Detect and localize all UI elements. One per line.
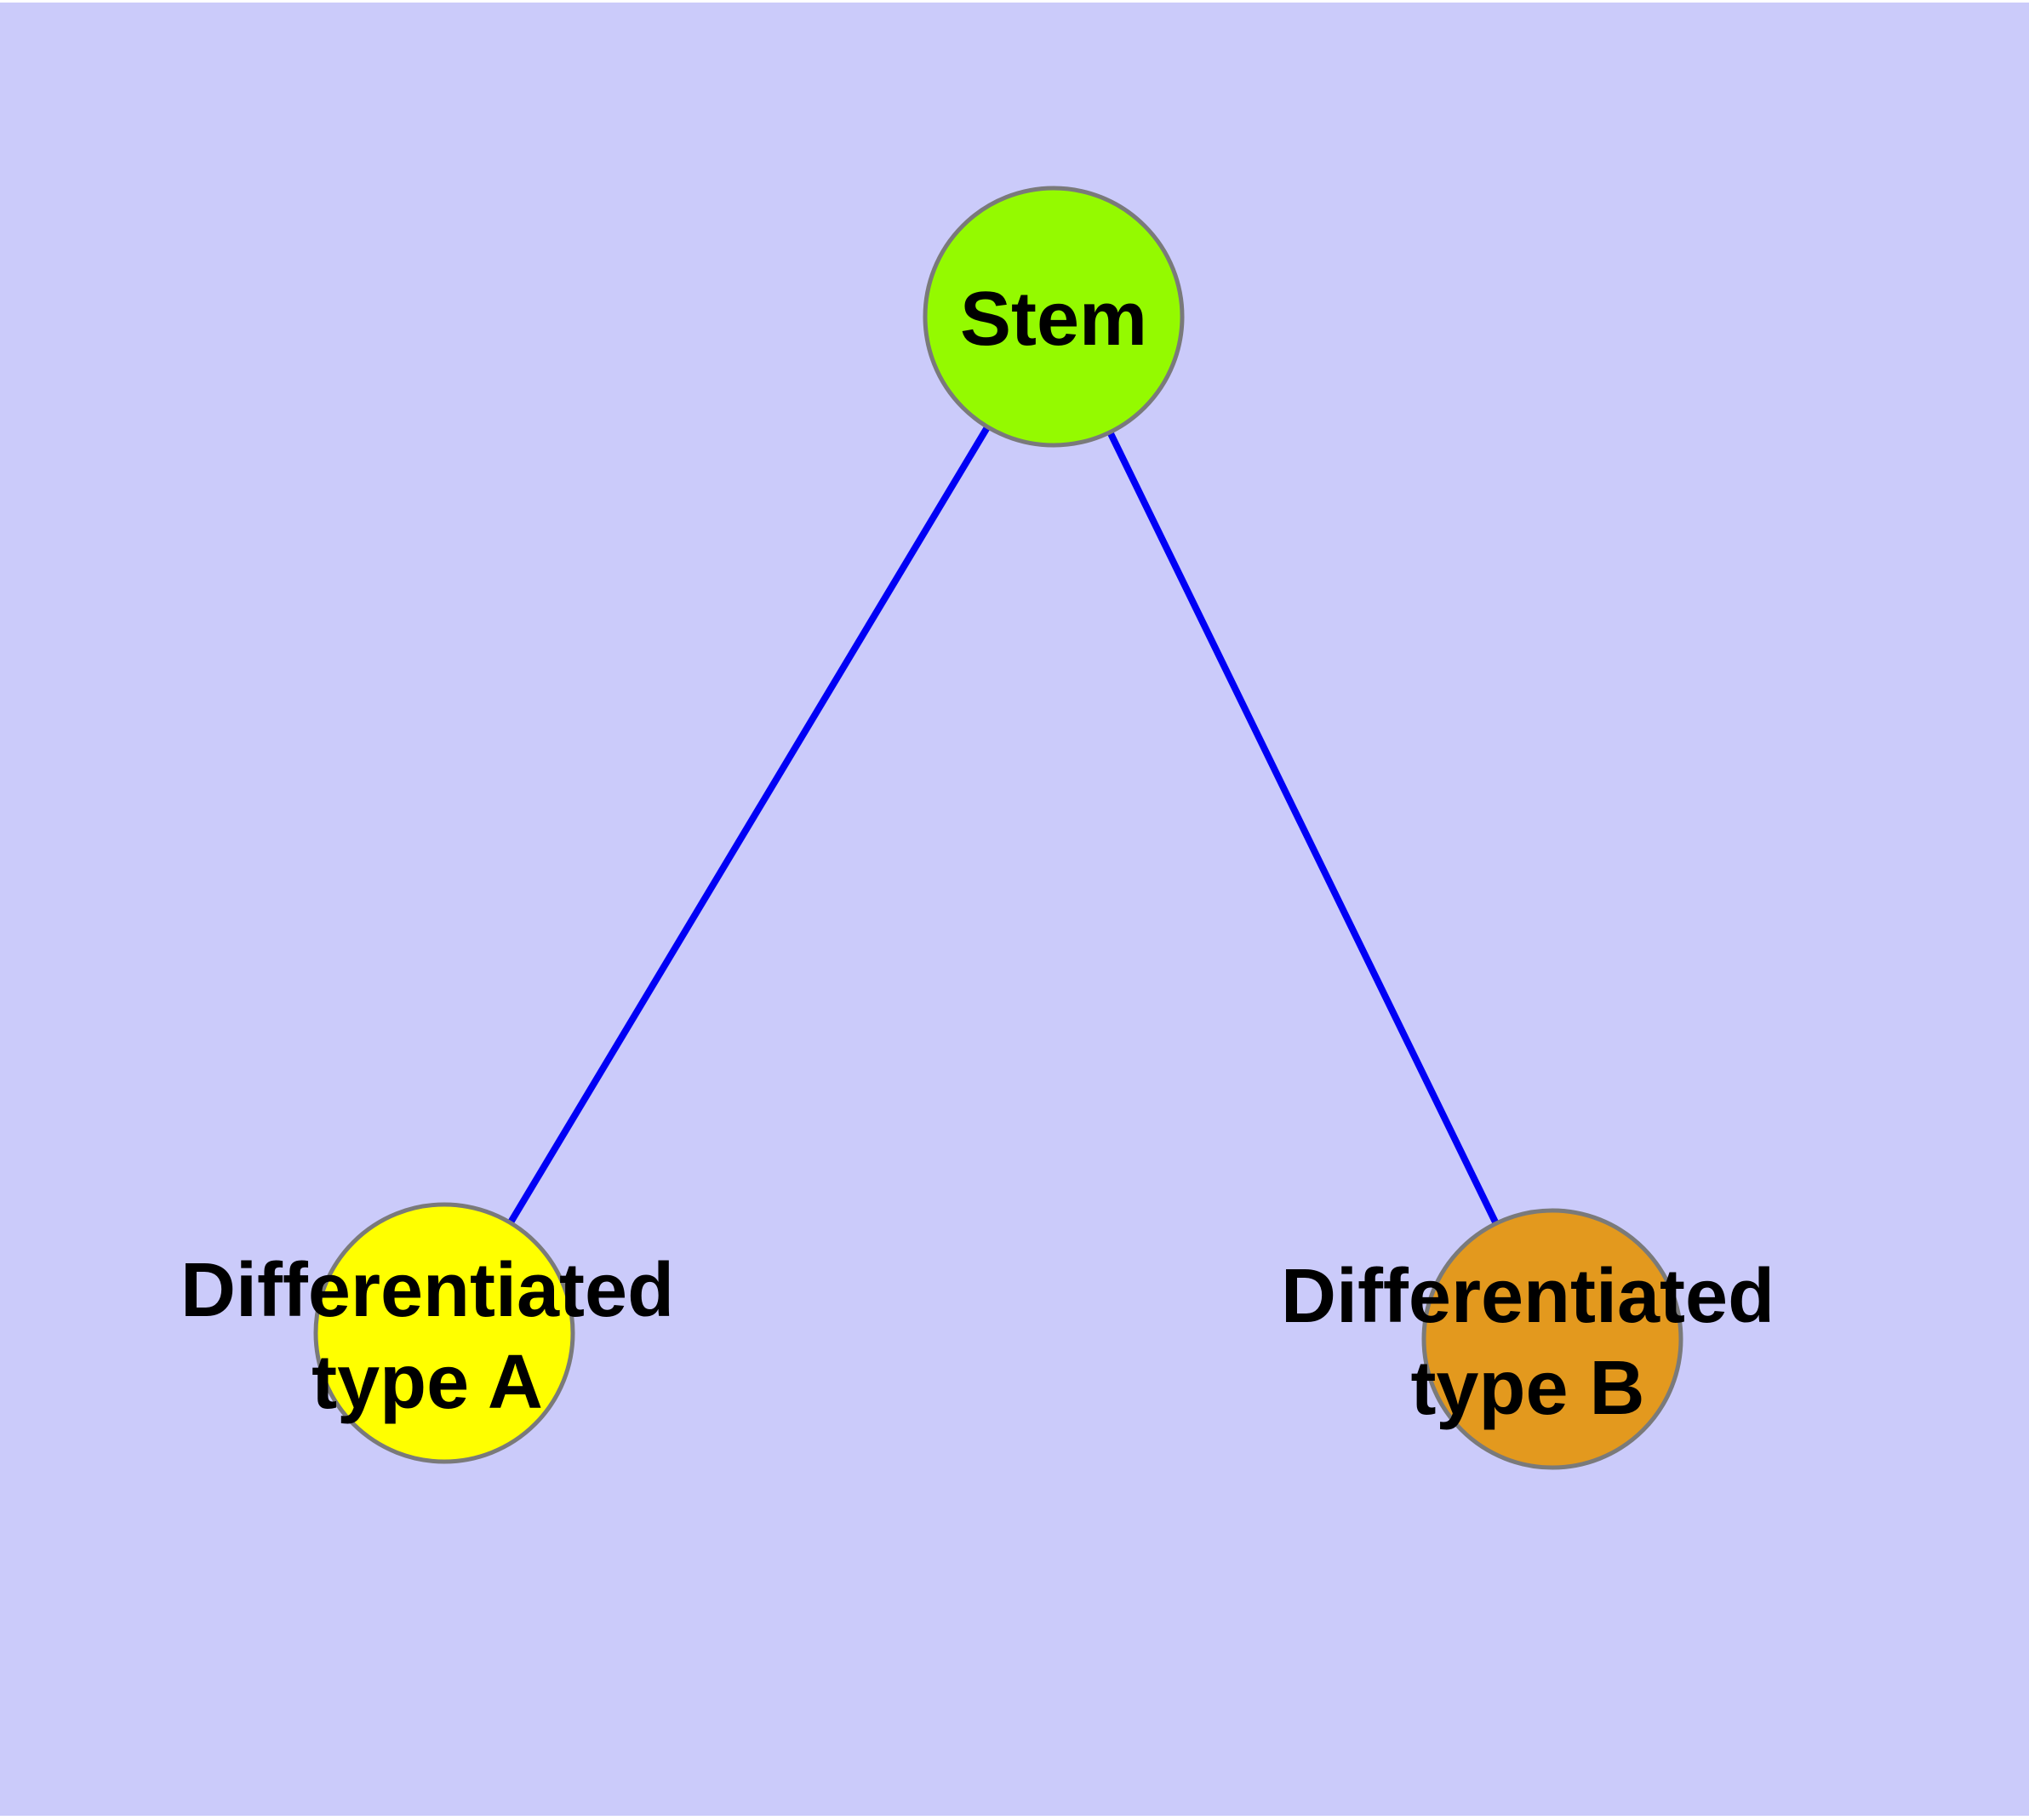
node-type-a-label-line2: type A [311, 1340, 543, 1425]
node-stem-circle [923, 186, 1185, 448]
node-type-a-label: Differentiated type A [180, 1245, 674, 1428]
edge-stem-to-type-a [441, 314, 1057, 1336]
node-type-b-circle [1421, 1208, 1683, 1470]
node-type-a-label-line1: Differentiated [180, 1248, 675, 1333]
node-stem-label: Stem [959, 277, 1148, 362]
node-type-a-circle [313, 1202, 575, 1464]
graph [313, 186, 1683, 1470]
node-type-b-label: Differentiated type B [1281, 1251, 1775, 1434]
edge-stem-to-type-b [1050, 315, 1556, 1341]
graph-canvas: Stem Differentiated type A Differentiate… [0, 3, 2029, 1816]
node-type-b-label-line1: Differentiated [1280, 1254, 1775, 1339]
node-type-b-label-line2: type B [1410, 1346, 1645, 1431]
